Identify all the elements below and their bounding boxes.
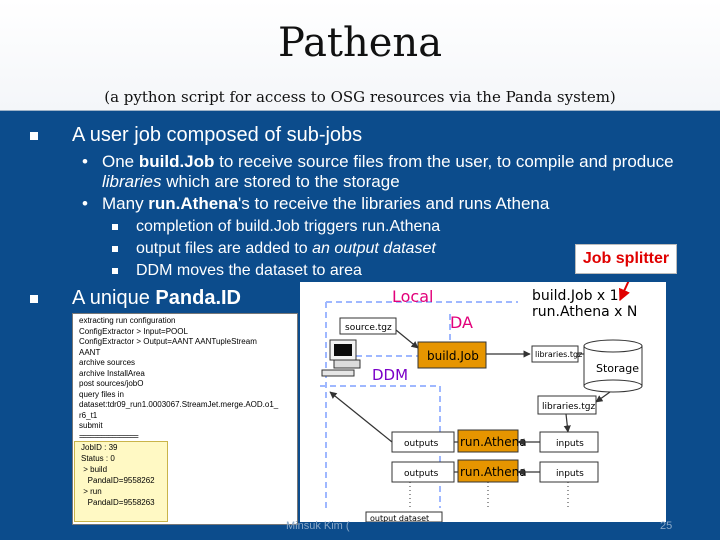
red-arrow — [619, 282, 630, 302]
ddm-label: DDM — [372, 366, 408, 384]
arrow-storage-to-libraries — [595, 391, 611, 403]
arrow-source-to-build — [395, 329, 419, 349]
arrow-outputs-to-computer — [329, 391, 393, 443]
square-bullet-icon — [30, 295, 38, 303]
local-region-border — [325, 301, 518, 508]
source-tgz-box — [339, 317, 397, 335]
job-summary-box: JobID : 39 Status : 0 > build PandaID=95… — [74, 441, 168, 522]
source-tgz-label: source.tgz — [345, 323, 392, 333]
computer-icon — [321, 339, 361, 377]
inputs-label-1: inputs — [556, 439, 584, 449]
storage-cylinder-icon — [583, 339, 643, 393]
slide-title: Pathena — [277, 20, 443, 66]
square-bullet-icon — [112, 246, 118, 252]
libraries-tgz-mid-label: libraries.tgz — [542, 402, 595, 412]
panda-workflow-diagram: Local DA DDM build.Job x 1 run.Athena x … — [300, 282, 666, 522]
footer-page-number: 25 — [660, 520, 673, 532]
run-athena-label-1: run.Athena — [460, 435, 527, 449]
arrow-libraries-to-inputs — [563, 413, 571, 433]
square-bullet-icon — [112, 268, 118, 274]
job-splitter-label: Job splitter — [575, 244, 677, 274]
square-bullet-icon — [30, 132, 38, 140]
run-athena-label-2: run.Athena — [460, 465, 527, 479]
inputs-label-2: inputs — [556, 469, 584, 479]
log-lines: extracting run configuration ConfigExtra… — [79, 316, 279, 441]
output-dataset-label: output dataset — [370, 514, 429, 522]
build-job-label: build.Job — [427, 349, 479, 363]
build-job-count: build.Job x 1 — [532, 288, 619, 304]
run-athena-count: run.Athena x N — [532, 304, 637, 320]
dot-bullet-icon: • — [82, 194, 88, 213]
storage-label: Storage — [596, 362, 639, 375]
outputs-label-2: outputs — [404, 469, 439, 479]
output-dataset-box — [365, 511, 443, 522]
outputs-label-1: outputs — [404, 439, 439, 449]
bullet-text: A user job composed of sub-jobs — [72, 124, 363, 146]
build-job-box — [417, 341, 487, 369]
title-bar: Pathena (a python script for access to O… — [0, 0, 720, 111]
local-label: Local — [392, 287, 433, 306]
libraries-tgz-mid-box — [537, 395, 597, 415]
dot-bullet-icon: • — [82, 152, 88, 171]
square-bullet-icon — [112, 224, 118, 230]
slide-subtitle: (a python script for access to OSG resou… — [104, 88, 616, 106]
da-label: DA — [450, 313, 473, 332]
footer-author: Minsuk Kim ( — [286, 520, 350, 532]
libraries-tgz-top-label: libraries.tgz — [535, 350, 582, 359]
